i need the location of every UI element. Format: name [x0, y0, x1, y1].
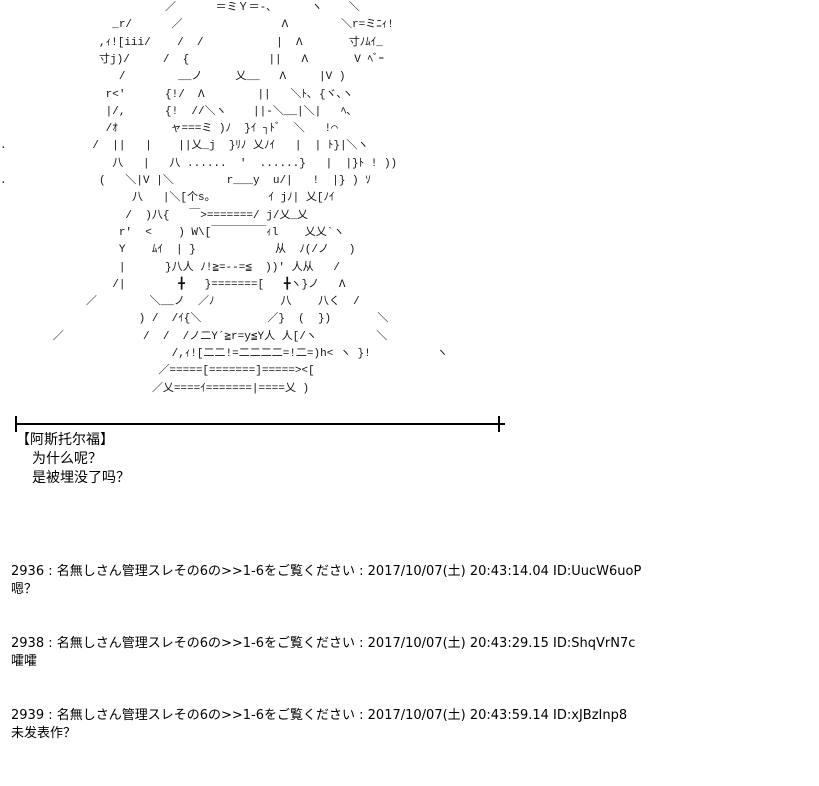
ascii-art-line: / )八{ ￣>=======/ j/乂_乂	[0, 209, 309, 222]
ascii-art-line: ,ｨ![iii/ / / | Λ 寸ﾉﾑｲ_	[0, 36, 383, 49]
ascii-art-line: . ( ＼|V |＼ r___y u/| ! |} ) ｿ	[0, 175, 371, 187]
ascii-art-line: _r/ ／ Λ ＼r=ミﾆｨ!	[0, 19, 394, 32]
ascii-art-line: ／ ＝ミＹ＝-､ ヽ ＼	[0, 2, 360, 14]
ascii-art-line: /,ｨ![二二!=二二二二=!二=)h< ヽ }! ヽ	[0, 348, 448, 360]
divider-line	[15, 423, 505, 425]
ascii-art-line: r' < ) W\[￣￣￣￣￣ｨl 乂乂`ヽ	[0, 226, 345, 239]
divider-end-left	[15, 416, 17, 432]
speech-line: 是被埋没了吗？	[32, 470, 130, 486]
ascii-art-line: /| ╋ }=======[ ╋ヽ}ノ Λ	[0, 278, 346, 291]
ascii-art-line: ／=====[=======]=====><[	[0, 365, 315, 378]
ascii-art-line: r<' {!/ Λ || ＼ﾄ､ {ヾ､ヽ	[0, 88, 354, 101]
speech-line: 为什么呢？	[32, 451, 102, 467]
ascii-art-line: |/, {! //＼ヽ ||-＼__|＼| ﾍ､	[0, 105, 353, 118]
post-body: 嗯？	[11, 582, 38, 597]
ascii-art-line: ) / /ｲ{＼ ／} ( }) ＼	[0, 313, 389, 326]
divider-end-right	[498, 416, 500, 432]
post-header: 2936 : 名無しさん管理スレその6の>>1-6をご覧ください : 2017/…	[11, 564, 642, 579]
ascii-art-line: ／ / / /ノ二Y´≧r=y≦Y人 人[/ヽ ＼	[0, 330, 388, 343]
ascii-art-line: / __ノ 乂__ Λ |V )	[0, 71, 346, 84]
ascii-art-line: Y ﾑｲ | } 从 ﾉ(/ノ )	[0, 244, 356, 257]
ascii-art-line: 八 |＼[个s。 ｲ jﾉ| 乂[ﾉｲ	[0, 192, 335, 205]
ascii-art-line: ／乂====ｲ=======|====乂 )	[0, 382, 310, 395]
ascii-art-line: | }八人 ﾉ!≧=--=≦ ))' 人从 /	[0, 261, 340, 274]
ascii-art-line: . / || | ||乂_j }ﾘﾉ 乂ﾉｲ | | ﾄ}|＼ヽ	[0, 140, 369, 153]
ascii-art-line: 寸j)/ / { || Λ V ﾍﾞｰ	[0, 53, 384, 66]
post-header: 2938 : 名無しさん管理スレその6の>>1-6をご覧ください : 2017/…	[11, 636, 636, 651]
speaker-name: 【阿斯托尔福】	[16, 432, 114, 448]
ascii-art-line: ／ ＼__ノ ／ﾉ 八 八く /	[0, 296, 360, 309]
post-header: 2939 : 名無しさん管理スレその6の>>1-6をご覧ください : 2017/…	[11, 708, 628, 723]
ascii-art-line: /ｵ ャ===ミ )ﾉ }ｲ ┐ﾄﾞ ＼ !⌒	[0, 123, 338, 136]
ascii-art-line: 八 | 八 ...... ' ......} | |}ﾄ ! ))	[0, 157, 398, 170]
post-body: 嚯嚯	[11, 654, 38, 669]
post-body: 未发表作？	[11, 726, 77, 741]
